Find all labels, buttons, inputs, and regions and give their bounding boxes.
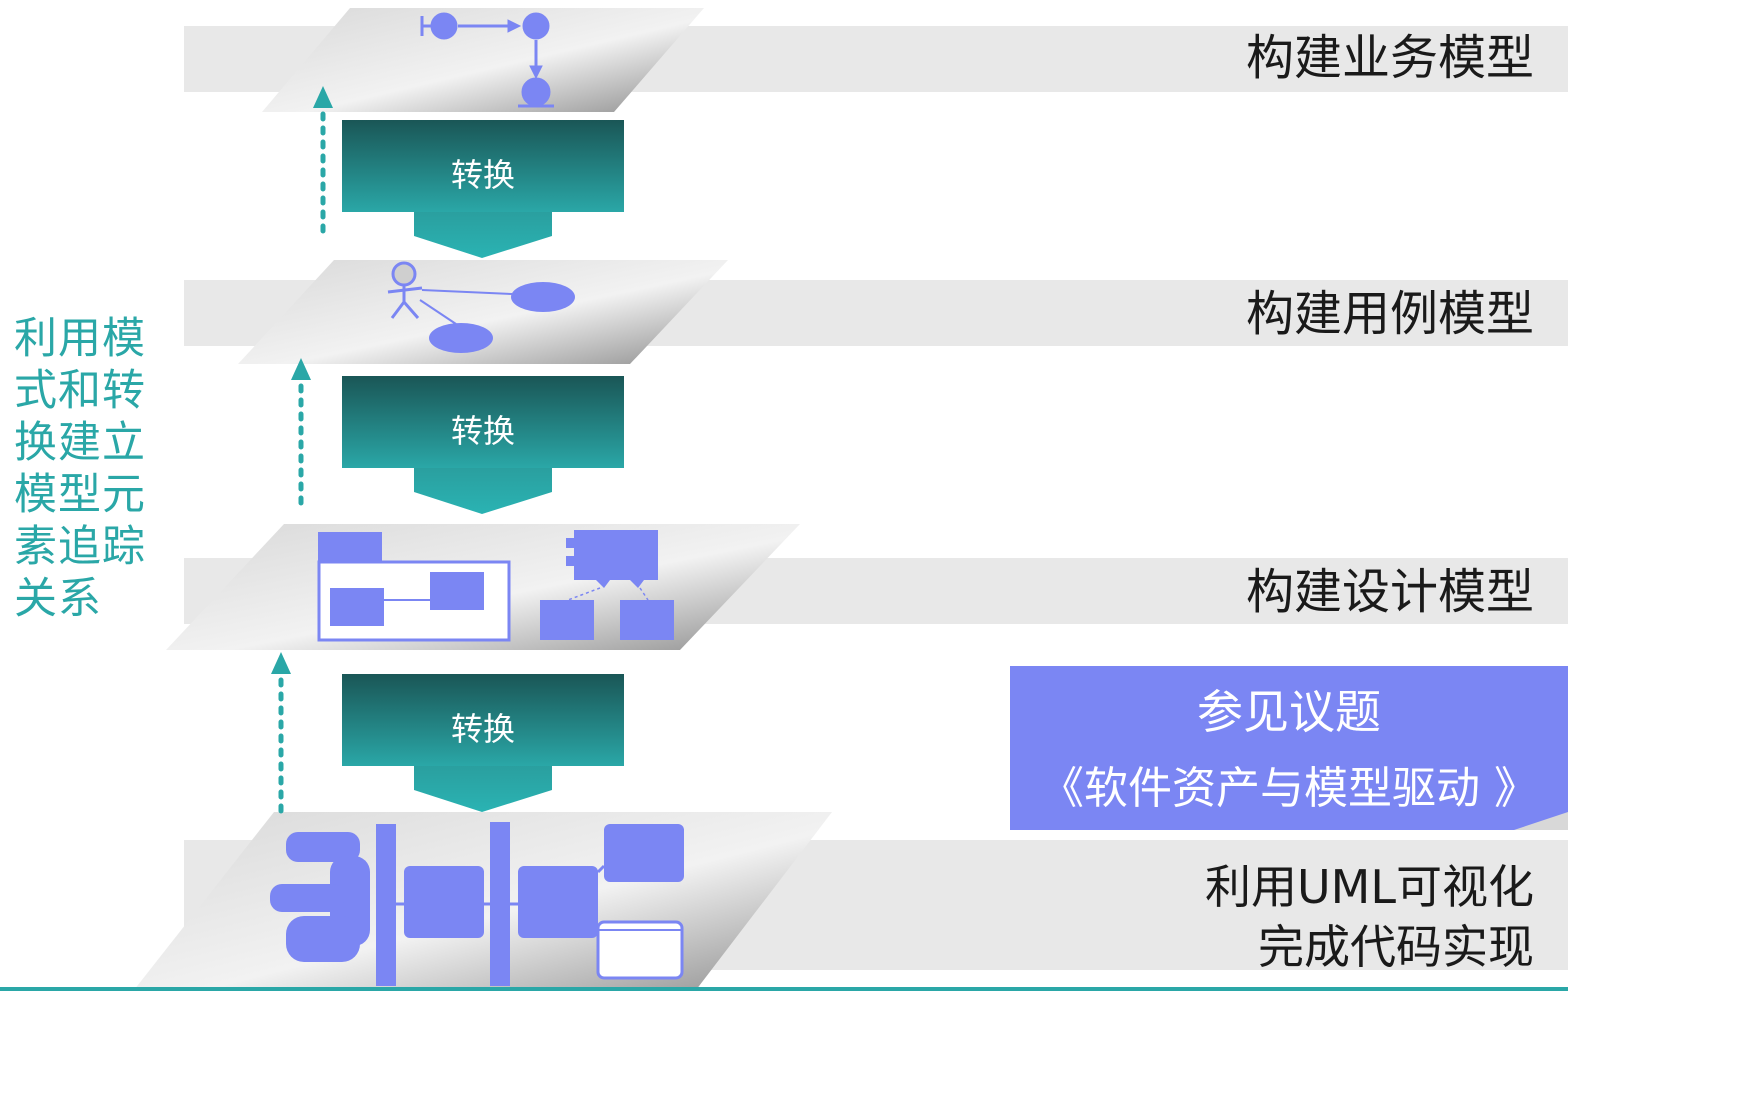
transform-arrow-1: 转换 (342, 120, 624, 258)
transform-label: 转换 (451, 156, 515, 194)
label-usecase-model: 构建用例模型 (1245, 286, 1534, 342)
transform-arrow-2: 转换 (342, 376, 624, 514)
see-topic-note: 参见议题 《软件资产与模型驱动 》 (1010, 666, 1568, 830)
plane-design-model (166, 524, 800, 650)
bottom-rule (0, 987, 1568, 991)
transform-arrow-3: 转换 (342, 674, 624, 812)
design-component-icon (540, 530, 674, 640)
trace-arrow-3 (271, 652, 291, 815)
trace-relationship-text: 利用模式和转换建立模型元素追踪关系 (14, 314, 146, 624)
transform-label: 转换 (451, 412, 515, 450)
plane-usecase-model (238, 260, 728, 364)
model-layers-diagram: 转换 转换 转换 (134, 8, 832, 990)
business-flow-icon (420, 12, 554, 108)
trace-arrow-2 (291, 358, 311, 511)
label-business-model: 构建业务模型 (1245, 30, 1534, 86)
plane-code-model (134, 812, 832, 990)
trace-arrow-1 (313, 86, 333, 243)
label-code-implementation: 利用UML可视化 完成代码实现 (1205, 858, 1534, 978)
label-design-model: 构建设计模型 (1245, 564, 1534, 620)
design-package-icon (317, 532, 511, 642)
usecase-icon (387, 261, 575, 353)
label-code-line2: 完成代码实现 (1258, 919, 1534, 974)
transform-label: 转换 (451, 710, 515, 748)
note-title: 参见议题 (1197, 685, 1381, 739)
plane-business-model (262, 8, 704, 112)
code-structure-icon (270, 822, 684, 986)
note-subtitle: 《软件资产与模型驱动 》 (1040, 763, 1538, 814)
label-code-line1: 利用UML可视化 (1205, 860, 1534, 914)
note-fold-corner (1514, 812, 1568, 830)
